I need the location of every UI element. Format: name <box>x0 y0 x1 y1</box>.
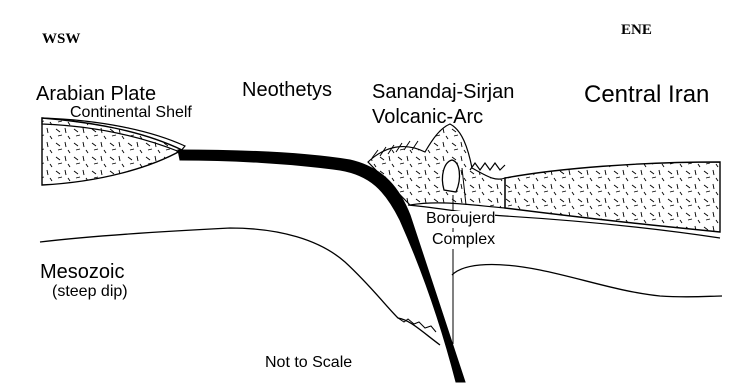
label-boroujerd: Boroujerd <box>426 211 495 228</box>
label-steep-dip: (steep dip) <box>52 284 128 301</box>
arc-crenulation <box>470 163 505 170</box>
direction-wsw: WSW <box>42 32 80 48</box>
label-not-to-scale: Not to Scale <box>265 355 352 372</box>
label-arabian-plate: Arabian Plate <box>36 84 156 105</box>
label-volcanic-arc: Volcanic-Arc <box>372 107 483 128</box>
mesozoic-boundary-right <box>452 265 722 297</box>
label-neothetys: Neothetys <box>242 80 332 101</box>
label-sanandaj-sirjan: Sanandaj-Sirjan <box>372 82 514 103</box>
arabian-plate-block <box>42 118 182 185</box>
label-complex: Complex <box>432 232 495 249</box>
central-iran-block <box>505 162 720 232</box>
label-continental-shelf: Continental Shelf <box>70 105 192 122</box>
direction-ene: ENE <box>621 23 652 39</box>
label-mesozoic: Mesozoic <box>40 262 124 283</box>
label-central-iran: Central Iran <box>584 82 709 107</box>
